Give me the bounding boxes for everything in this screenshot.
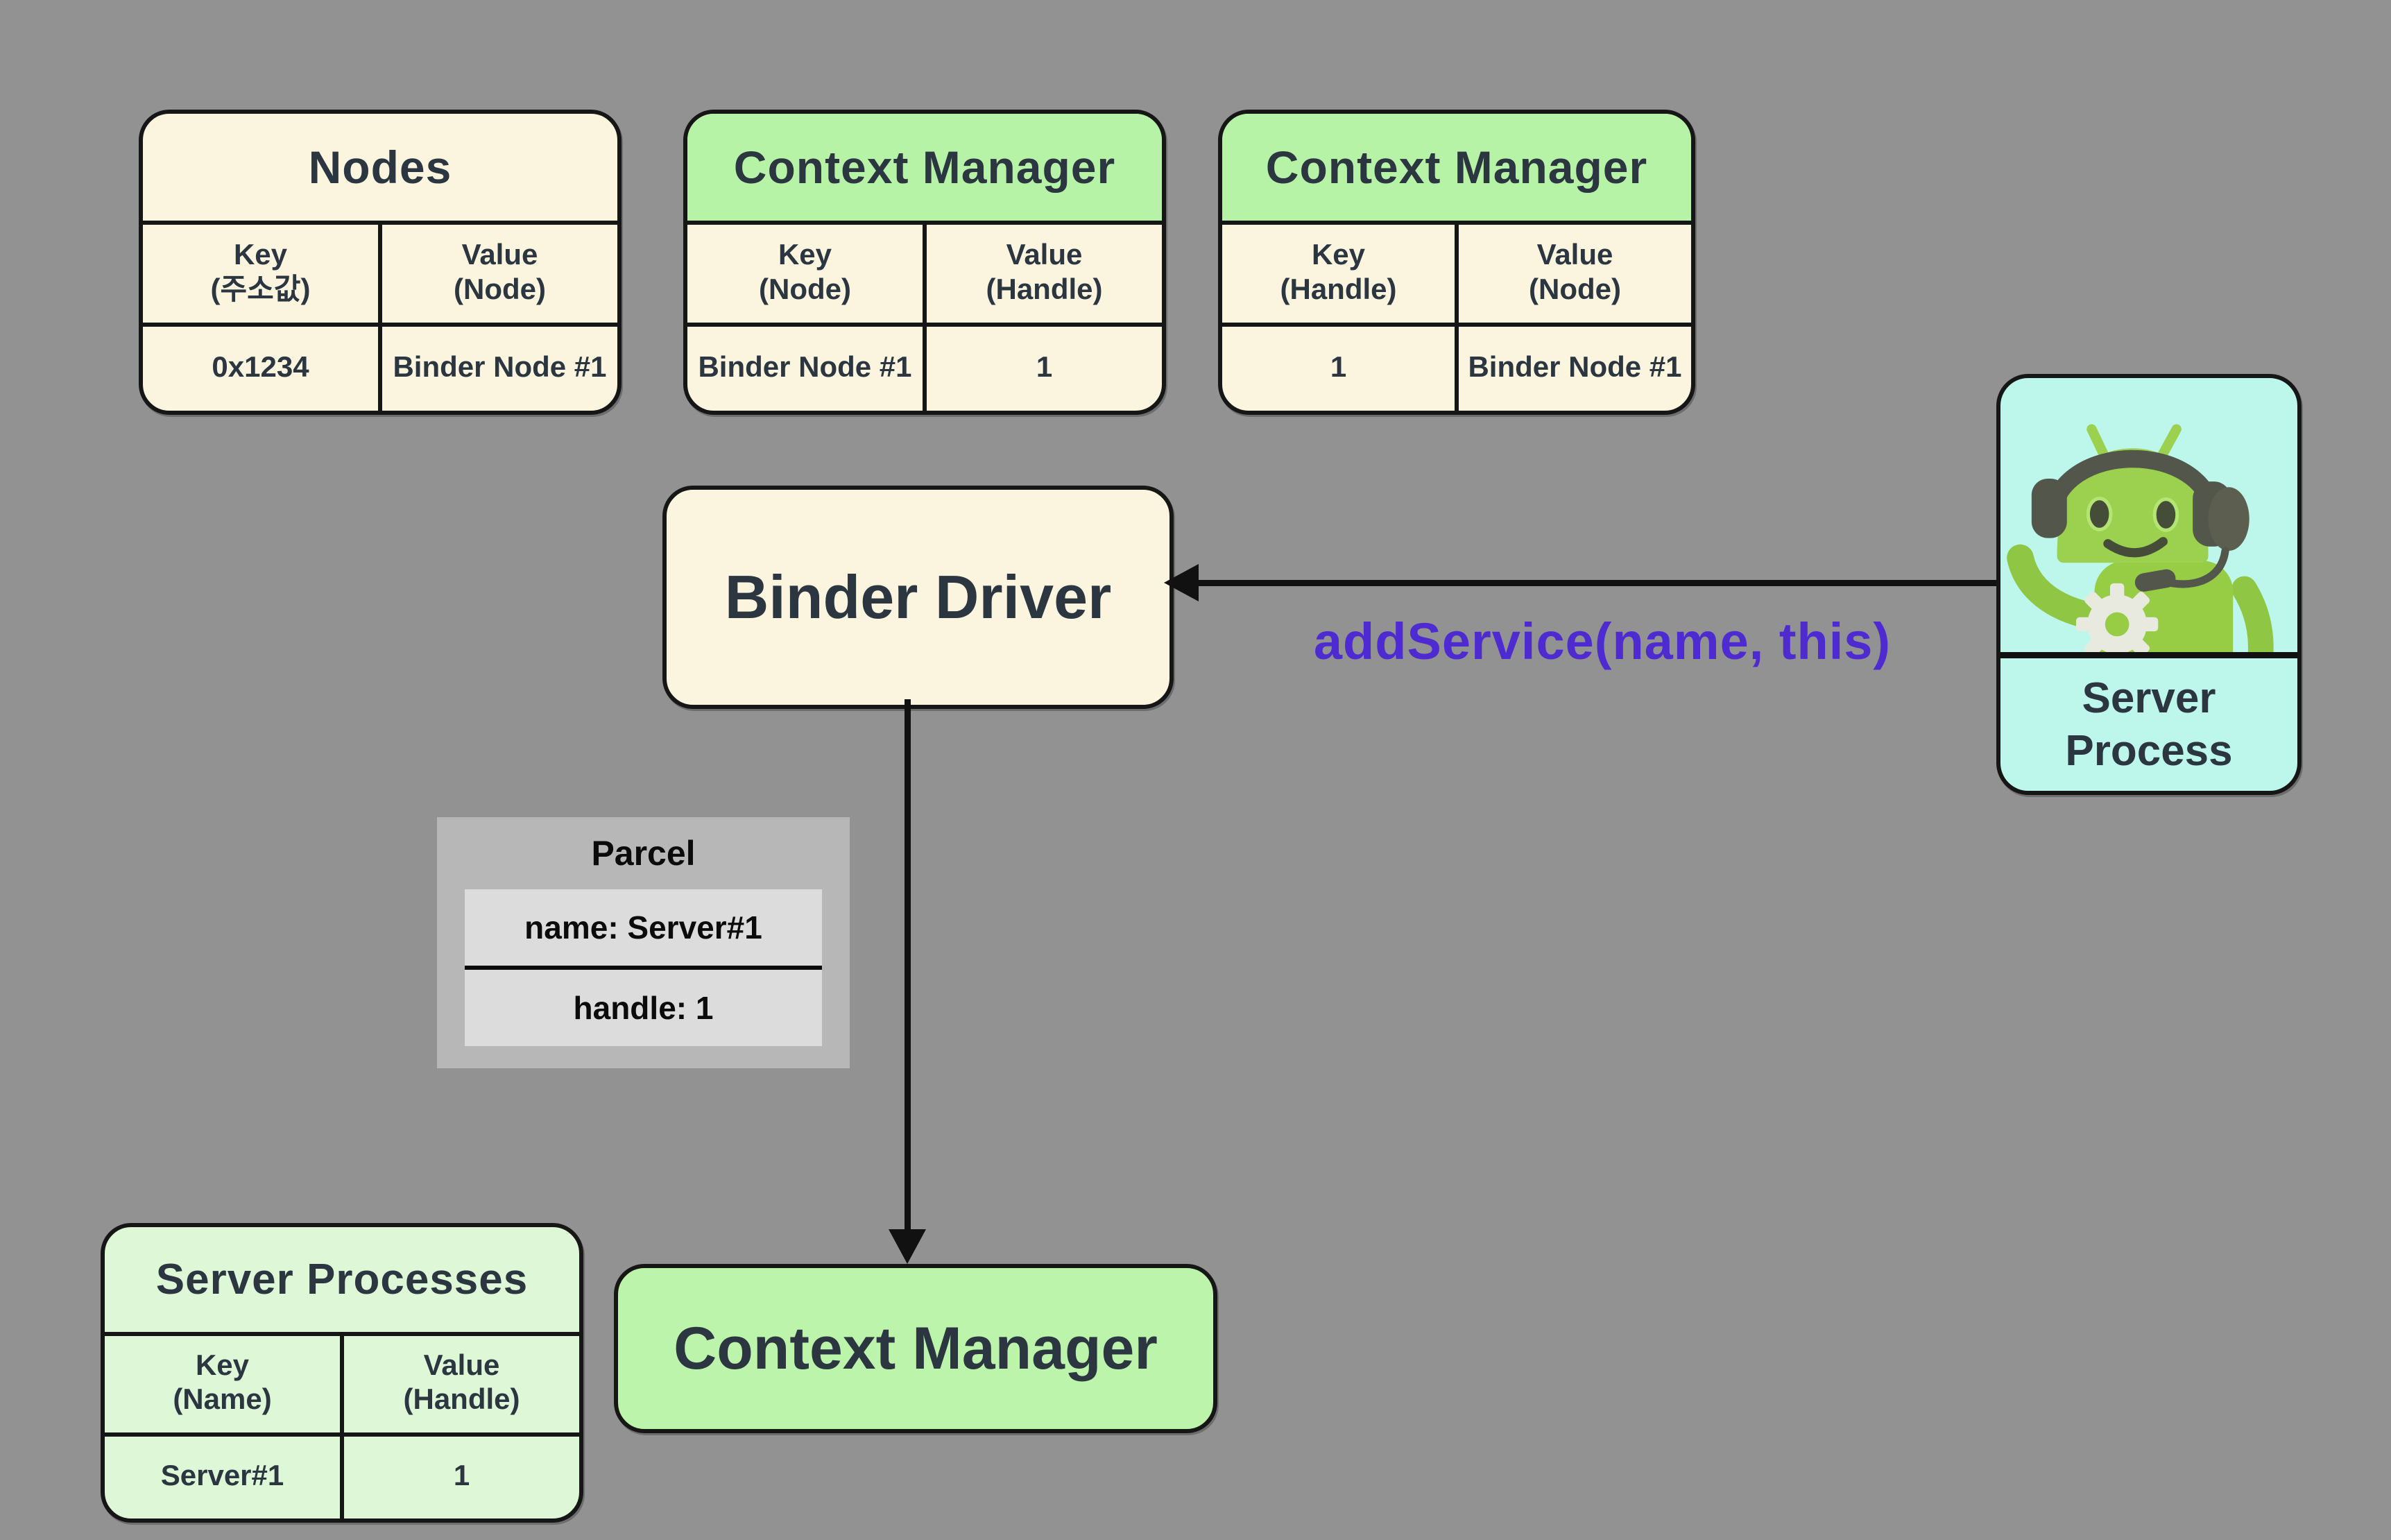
- column-label: Value: [461, 238, 538, 271]
- addservice-arrow-line: [1196, 580, 2002, 586]
- column-sublabel: (Node): [1529, 272, 1621, 305]
- sp-value-cell: 1: [340, 1436, 579, 1518]
- nodes-key-cell: 0x1234: [212, 350, 309, 383]
- cm-node-key-header: Key (Node): [687, 225, 923, 323]
- server-process-label-line1: Server: [2082, 674, 2216, 722]
- column-sublabel: (Handle): [403, 1383, 520, 1416]
- nodes-table: Nodes Key (주소값) Value (Node) 0x1234 Bind…: [139, 110, 622, 415]
- sp-key-cell: Server#1: [160, 1459, 284, 1492]
- sp-value-header: Value (Handle): [340, 1336, 579, 1432]
- server-process-card-divider: [2000, 652, 2297, 658]
- server-process-card: Server Process: [1996, 374, 2302, 795]
- column-label: Key: [778, 238, 832, 271]
- android-robot-headset-icon: [2000, 378, 2297, 652]
- column-label: Value: [1006, 238, 1083, 271]
- server-process-label-line2: Process: [2065, 726, 2233, 775]
- context-manager-box: Context Manager: [614, 1264, 1217, 1433]
- column-sublabel: (Node): [759, 272, 851, 305]
- column-label: Value: [1536, 238, 1613, 271]
- context-manager-node-header-row: Key (Node) Value (Handle): [687, 225, 1162, 327]
- context-manager-handle-table: Context Manager Key (Handle) Value (Node…: [1218, 110, 1695, 415]
- context-manager-label: Context Manager: [674, 1315, 1158, 1382]
- parcel-title: Parcel: [591, 834, 696, 873]
- column-sublabel: (Handle): [1280, 272, 1397, 305]
- sp-key-header: Key (Name): [105, 1336, 340, 1432]
- column-label: Key: [233, 238, 288, 271]
- binder-driver-label: Binder Driver: [724, 563, 1112, 631]
- column-sublabel: (주소값): [210, 272, 311, 305]
- driver-to-cm-arrow-line: [905, 699, 911, 1240]
- server-processes-table-title: Server Processes: [105, 1227, 579, 1337]
- addservice-arrowhead: [1164, 564, 1199, 601]
- driver-to-cm-arrowhead: [889, 1229, 926, 1264]
- cm-handle-key-cell: 1: [1330, 350, 1347, 383]
- nodes-table-header-row: Key (주소값) Value (Node): [143, 225, 617, 327]
- binder-driver-box: Binder Driver: [662, 486, 1174, 709]
- cm-node-value-header: Value (Handle): [923, 225, 1162, 323]
- nodes-value-header: Value (Node): [378, 225, 617, 323]
- context-manager-handle-header-row: Key (Handle) Value (Node): [1222, 225, 1691, 327]
- nodes-table-data-row: 0x1234 Binder Node #1: [143, 327, 617, 411]
- column-sublabel: (Handle): [986, 272, 1103, 305]
- server-processes-data-row: Server#1 1: [105, 1436, 579, 1518]
- context-manager-node-data-row: Binder Node #1 1: [687, 327, 1162, 411]
- parcel-box: Parcel name: Server#1 handle: 1: [437, 817, 850, 1068]
- cm-node-key-cell: Binder Node #1: [698, 350, 912, 383]
- server-process-label: Server Process: [2000, 658, 2297, 791]
- nodes-value-cell: Binder Node #1: [378, 327, 617, 411]
- parcel-field-name: name: Server#1: [524, 909, 762, 946]
- context-manager-handle-table-title: Context Manager: [1222, 114, 1691, 225]
- nodes-key-header: Key (주소값): [143, 225, 378, 323]
- column-label: Key: [1311, 238, 1366, 271]
- gear-icon: [2076, 583, 2159, 652]
- context-manager-node-table: Context Manager Key (Node) Value (Handle…: [683, 110, 1166, 415]
- server-processes-table: Server Processes Key (Name) Value (Handl…: [101, 1223, 583, 1523]
- parcel-fields: name: Server#1 handle: 1: [465, 889, 822, 1046]
- addservice-edge-label: addService(name, this): [1313, 613, 1892, 670]
- cm-node-value-cell: 1: [923, 327, 1162, 411]
- server-processes-header-row: Key (Name) Value (Handle): [105, 1336, 579, 1437]
- column-sublabel: (Name): [173, 1383, 272, 1416]
- parcel-field-handle: handle: 1: [465, 966, 822, 1046]
- column-label: Key: [195, 1348, 250, 1381]
- column-label: Value: [423, 1348, 500, 1381]
- context-manager-handle-data-row: 1 Binder Node #1: [1222, 327, 1691, 411]
- column-sublabel: (Node): [454, 272, 546, 305]
- cm-handle-key-header: Key (Handle): [1222, 225, 1455, 323]
- nodes-table-title: Nodes: [143, 114, 617, 225]
- cm-handle-value-cell: Binder Node #1: [1455, 327, 1691, 411]
- context-manager-node-table-title: Context Manager: [687, 114, 1162, 225]
- cm-handle-value-header: Value (Node): [1455, 225, 1691, 323]
